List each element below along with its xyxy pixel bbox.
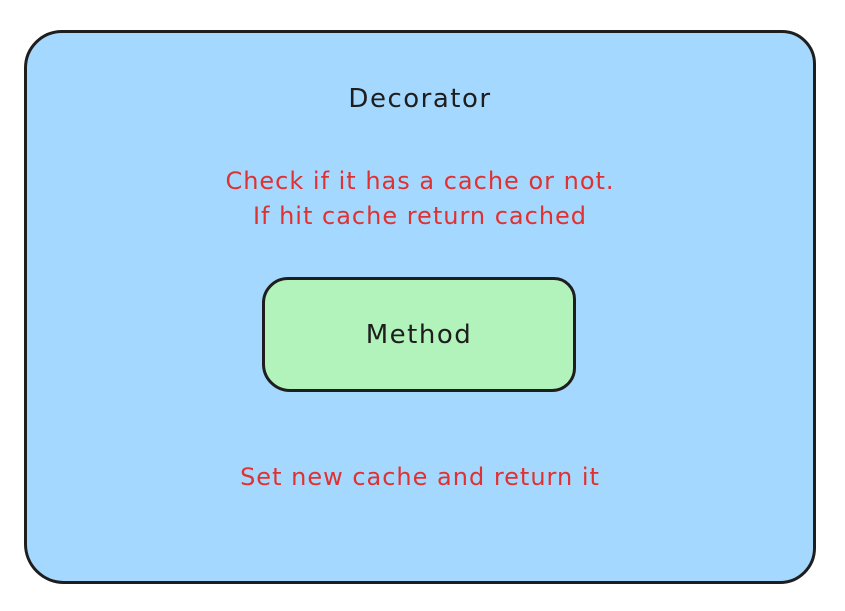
- diagram-title: Decorator: [348, 84, 492, 114]
- cache-check-note-line2: If hit cache return cached: [252, 202, 588, 230]
- cache-check-note-line1: Check if it has a cache or not.: [225, 167, 615, 195]
- method-box: Method: [262, 277, 576, 392]
- cache-check-note: Check if it has a cache or not. If hit c…: [24, 164, 816, 234]
- set-cache-note: Set new cache and return it: [240, 463, 600, 491]
- method-box-label: Method: [365, 319, 473, 350]
